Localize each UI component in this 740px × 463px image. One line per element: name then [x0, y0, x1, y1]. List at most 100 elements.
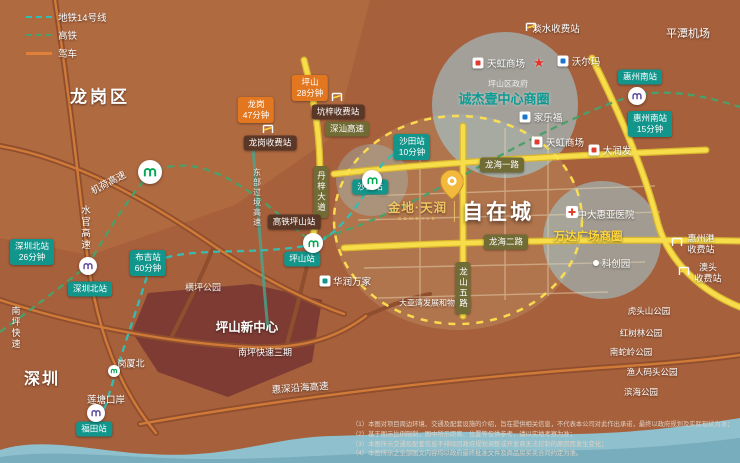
time-longgang-name: 龙岗: [247, 98, 265, 109]
badge-kengzi-label: 坑梓收费站: [316, 106, 360, 117]
badge-longshan-5: 龙山五路: [455, 262, 471, 314]
disclaimer-line: （2）基于图示比例限制，图中所示距离、位置等仅供参考，请以实地考察为准；: [352, 430, 576, 438]
longgang-district-zone: [0, 0, 370, 255]
label-walmart: 沃尔玛: [571, 57, 601, 68]
metro-station-icon: [362, 170, 382, 190]
label-shuiguan-expressway: 水官高速: [79, 205, 90, 251]
badge-time-huizhounan: 惠州南站 15分钟: [627, 110, 673, 138]
disclaimer-line: （4）本图所示之全部图文内容均以政府最终批准文件及商品房买卖合同约定为准。: [352, 450, 583, 458]
time-shenzhenbei-name: 深圳北站: [14, 240, 50, 251]
badge-futian-station: 福田站: [76, 421, 112, 437]
rtmart-icon: [588, 144, 600, 156]
hospital-icon: [566, 205, 578, 223]
label-nanping-expressway: 南坪快速: [10, 306, 21, 350]
walmart-icon: [557, 55, 569, 67]
carrefour-icon: [519, 111, 531, 123]
badge-danzi-avenue: 丹梓大道: [313, 166, 329, 218]
label-crv-vanguard: 华润万家: [332, 277, 372, 288]
label-gangxiabei-station: 岗厦北: [117, 358, 145, 369]
label-hospital: 中大惠亚医院: [577, 210, 635, 221]
legend-drive: 驾车: [26, 46, 107, 60]
metro-station-icon-small: [108, 365, 120, 377]
label-liantang-port: 莲塘口岸: [86, 395, 126, 406]
badge-shenshan-expressway: 深汕高速: [324, 121, 370, 137]
map-legend: 地铁14号线 高铁 驾车: [26, 10, 107, 60]
label-science-park: 科创园: [601, 259, 631, 270]
dongbu-expressway: [251, 147, 270, 331]
label-chengjie-business-circle: 诚杰壹中心商圈: [458, 91, 550, 107]
time-buji-name: 布吉站: [135, 251, 161, 262]
disclaimer: （1）本图对项目周边环境、交通及配套设施的介绍，旨在提供相关信息，不代表本公司对…: [352, 420, 736, 459]
legend-hsr-label: 高铁: [58, 31, 78, 42]
badge-shenzhenbei-station: 深圳北站: [67, 281, 113, 297]
project-name: 自在城: [462, 201, 535, 224]
disclaimer-line: （3）本图所示交通及配套信息不排除因政府规划调整或开发商无法控制的原因而发生变化…: [352, 440, 608, 448]
toll-gate-icon: [262, 121, 275, 139]
toll-gate-icon: [671, 234, 684, 252]
project-boundary-dashed: [332, 114, 584, 326]
project-divider: [454, 200, 456, 222]
legend-metro14: 地铁14号线: [26, 10, 107, 24]
time-buji-minutes: 60分钟: [134, 263, 162, 273]
project-pin-icon: [439, 169, 465, 204]
badge-pingshan-station: 坪山站: [284, 251, 320, 267]
label-danshui-toll: 淡水收费站: [532, 24, 580, 35]
label-park: 红树林公园: [619, 328, 663, 338]
project-brand-block: 金地·天润 GEMDALE: [388, 201, 447, 221]
legend-hsr: 高铁: [26, 28, 107, 42]
badge-huizhounan-station: 惠州南站: [617, 69, 663, 85]
badge-longhai2-label: 龙海二路: [488, 236, 524, 247]
label-logistics-park: 大亚湾发展和物流园: [399, 298, 471, 308]
metro-station-icon: [138, 160, 162, 184]
label-huizhou-port-toll-1: 惠州港: [687, 233, 715, 244]
badge-danzi-label: 丹梓大道: [316, 171, 327, 213]
time-pingshan-name: 坪山: [301, 76, 319, 87]
rainbow-mall-icon: [531, 136, 543, 148]
label-pingshan-government: 坪山区政府: [488, 79, 528, 89]
label-park: 南蛇岭公园: [609, 347, 653, 357]
label-pingshan-new-center: 坪山新中心: [215, 320, 279, 335]
label-park: 渔人码头公园: [626, 367, 678, 377]
rail-station-icon: [79, 257, 97, 275]
label-park: 滨海公园: [623, 387, 659, 397]
badge-pingshan-label: 坪山站: [289, 253, 315, 264]
drive-road-highlights: [0, 0, 740, 435]
crv-icon: [319, 275, 331, 287]
badge-longgang-toll: 龙岗收费站: [243, 135, 297, 151]
badge-kengzi-toll: 坑梓收费站: [311, 104, 365, 120]
badge-huizhounan-label: 惠州南站: [622, 71, 658, 82]
badge-longgang-toll-label: 龙岗收费站: [248, 137, 292, 148]
time-longgang-minutes: 47分钟: [242, 110, 270, 120]
rainbow-mall-icon: [472, 57, 484, 69]
time-huizhounan-name: 惠州南站: [632, 112, 668, 123]
label-hengping-park: 横坪公园: [184, 282, 222, 293]
legend-drive-label: 驾车: [58, 49, 78, 60]
badge-shenzhenbei-label: 深圳北站: [72, 283, 108, 294]
star-icon: ★: [533, 55, 545, 70]
label-shenzhen: 深圳: [23, 371, 61, 388]
time-shenzhenbei-minutes: 26分钟: [18, 252, 46, 262]
badge-time-shenzhenbei: 深圳北站 26分钟: [9, 238, 55, 266]
science-park-icon: [593, 260, 599, 266]
toll-gate-icon: [678, 263, 691, 281]
time-shatian-minutes: 10分钟: [398, 147, 426, 157]
badge-futian-label: 福田站: [81, 423, 107, 434]
badge-time-buji: 布吉站 60分钟: [129, 249, 167, 277]
label-pingtan-airport: 平潭机场: [666, 28, 710, 40]
label-park: 虎头山公园: [627, 306, 671, 316]
project-logo: 金地·天润 GEMDALE 自在城: [388, 196, 534, 226]
badge-longhai-1: 龙海一路: [479, 157, 525, 173]
badge-longhai1-label: 龙海一路: [484, 159, 520, 170]
hsr-line-sample-icon: [26, 34, 52, 36]
badge-time-longgang: 龙岗 47分钟: [237, 96, 275, 124]
label-wanda-business-circle: 万达广场商圈: [553, 231, 623, 243]
label-rainbow-mall-1: 天虹商场: [486, 59, 526, 70]
metro-station-icon: [303, 233, 323, 253]
label-rtmart: 大润发: [602, 146, 632, 157]
label-dongbu-expressway: 东部过境高速: [252, 168, 262, 228]
project-brand-sub: GEMDALE: [397, 215, 438, 221]
badge-longshan5-label: 龙山五路: [458, 267, 469, 309]
rail-station-icon: [87, 404, 105, 422]
label-aotou-toll-1: 澳头: [698, 262, 718, 273]
